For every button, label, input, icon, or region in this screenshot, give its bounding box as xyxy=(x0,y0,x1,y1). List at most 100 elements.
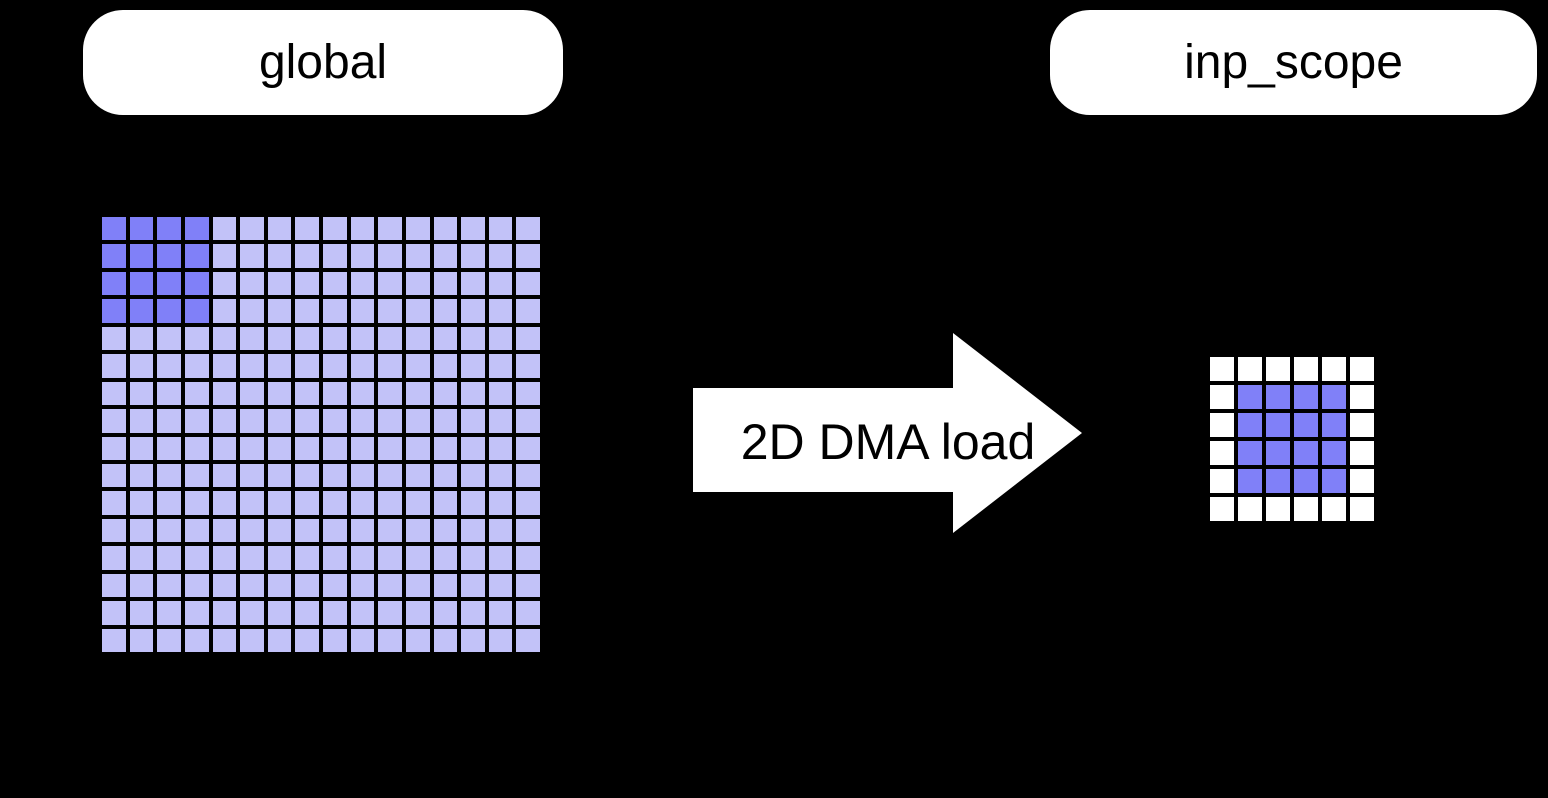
highlighted-cell xyxy=(102,217,126,241)
grid-cell xyxy=(240,463,264,488)
grid-cell xyxy=(350,244,375,268)
grid-cell xyxy=(295,436,319,460)
grid-cell xyxy=(129,573,154,598)
grid-cell xyxy=(212,217,237,241)
grid-cell xyxy=(102,436,126,460)
grid-cell xyxy=(240,326,264,351)
grid-cell xyxy=(461,601,485,625)
grid-cell xyxy=(240,573,264,598)
grid-cell xyxy=(433,436,458,460)
grid-cell xyxy=(350,354,375,378)
highlighted-cell xyxy=(157,217,181,241)
grid-cell xyxy=(488,518,513,543)
highlighted-cell xyxy=(1322,469,1346,493)
grid-cell xyxy=(323,518,347,543)
inp-scope-label-pill: inp_scope xyxy=(1050,10,1537,115)
grid-cell xyxy=(267,491,292,515)
grid-cell xyxy=(488,628,513,652)
grid-cell xyxy=(1350,357,1374,381)
grid-cell xyxy=(433,299,458,323)
grid-cell xyxy=(212,546,237,570)
grid-cell xyxy=(1266,357,1290,381)
grid-cell xyxy=(184,381,209,406)
highlighted-cell xyxy=(129,217,154,241)
grid-cell xyxy=(516,299,540,323)
grid-cell xyxy=(461,546,485,570)
grid-cell xyxy=(488,546,513,570)
grid-cell xyxy=(323,573,347,598)
grid-cell xyxy=(405,436,430,460)
grid-cell xyxy=(323,217,347,241)
highlighted-cell xyxy=(1294,441,1318,465)
grid-cell xyxy=(350,271,375,296)
grid-cell xyxy=(461,436,485,460)
grid-cell xyxy=(350,546,375,570)
grid-cell xyxy=(212,271,237,296)
highlighted-cell xyxy=(129,271,154,296)
grid-cell xyxy=(1294,357,1318,381)
grid-cell xyxy=(1238,357,1262,381)
grid-cell xyxy=(129,326,154,351)
grid-cell xyxy=(433,463,458,488)
grid-cell xyxy=(212,573,237,598)
grid-cell xyxy=(378,463,402,488)
highlighted-cell xyxy=(1266,413,1290,437)
highlighted-cell xyxy=(1294,413,1318,437)
right-arrow-icon xyxy=(693,333,1082,533)
grid-cell xyxy=(323,409,347,433)
grid-cell xyxy=(295,326,319,351)
grid-cell xyxy=(323,354,347,378)
dma-arrow-label: 2D DMA load xyxy=(740,414,1036,470)
highlighted-cell xyxy=(129,299,154,323)
grid-cell xyxy=(433,326,458,351)
grid-cell xyxy=(102,381,126,406)
grid-cell xyxy=(240,518,264,543)
highlighted-cell xyxy=(184,299,209,323)
grid-cell xyxy=(240,381,264,406)
grid-cell xyxy=(433,354,458,378)
grid-cell xyxy=(461,354,485,378)
grid-cell xyxy=(102,573,126,598)
grid-cell xyxy=(461,271,485,296)
highlighted-cell xyxy=(1294,385,1318,409)
grid-cell xyxy=(350,491,375,515)
grid-cell xyxy=(378,244,402,268)
grid-cell xyxy=(378,271,402,296)
grid-cell xyxy=(405,573,430,598)
highlighted-cell xyxy=(1238,413,1262,437)
grid-cell xyxy=(323,491,347,515)
grid-cell xyxy=(516,244,540,268)
grid-cell xyxy=(433,217,458,241)
grid-cell xyxy=(240,436,264,460)
grid-cell xyxy=(378,436,402,460)
grid-cell xyxy=(267,381,292,406)
highlighted-cell xyxy=(1322,441,1346,465)
grid-cell xyxy=(378,601,402,625)
grid-cell xyxy=(295,601,319,625)
grid-cell xyxy=(488,326,513,351)
grid-cell xyxy=(212,299,237,323)
grid-cell xyxy=(157,628,181,652)
grid-cell xyxy=(212,326,237,351)
grid-cell xyxy=(323,601,347,625)
grid-cell xyxy=(1350,469,1374,493)
grid-cell xyxy=(350,326,375,351)
grid-cell xyxy=(129,354,154,378)
grid-cell xyxy=(240,271,264,296)
inp-scope-grid xyxy=(1206,353,1378,525)
grid-cell xyxy=(129,546,154,570)
highlighted-cell xyxy=(184,217,209,241)
grid-cell xyxy=(461,381,485,406)
grid-cell xyxy=(516,463,540,488)
grid-cell xyxy=(157,573,181,598)
grid-cell xyxy=(433,601,458,625)
grid-cell xyxy=(295,354,319,378)
grid-cell xyxy=(267,244,292,268)
grid-cell xyxy=(267,217,292,241)
grid-cell xyxy=(461,573,485,598)
grid-cell xyxy=(433,271,458,296)
grid-cell xyxy=(405,354,430,378)
grid-cell xyxy=(295,518,319,543)
grid-cell xyxy=(295,546,319,570)
grid-cell xyxy=(295,491,319,515)
